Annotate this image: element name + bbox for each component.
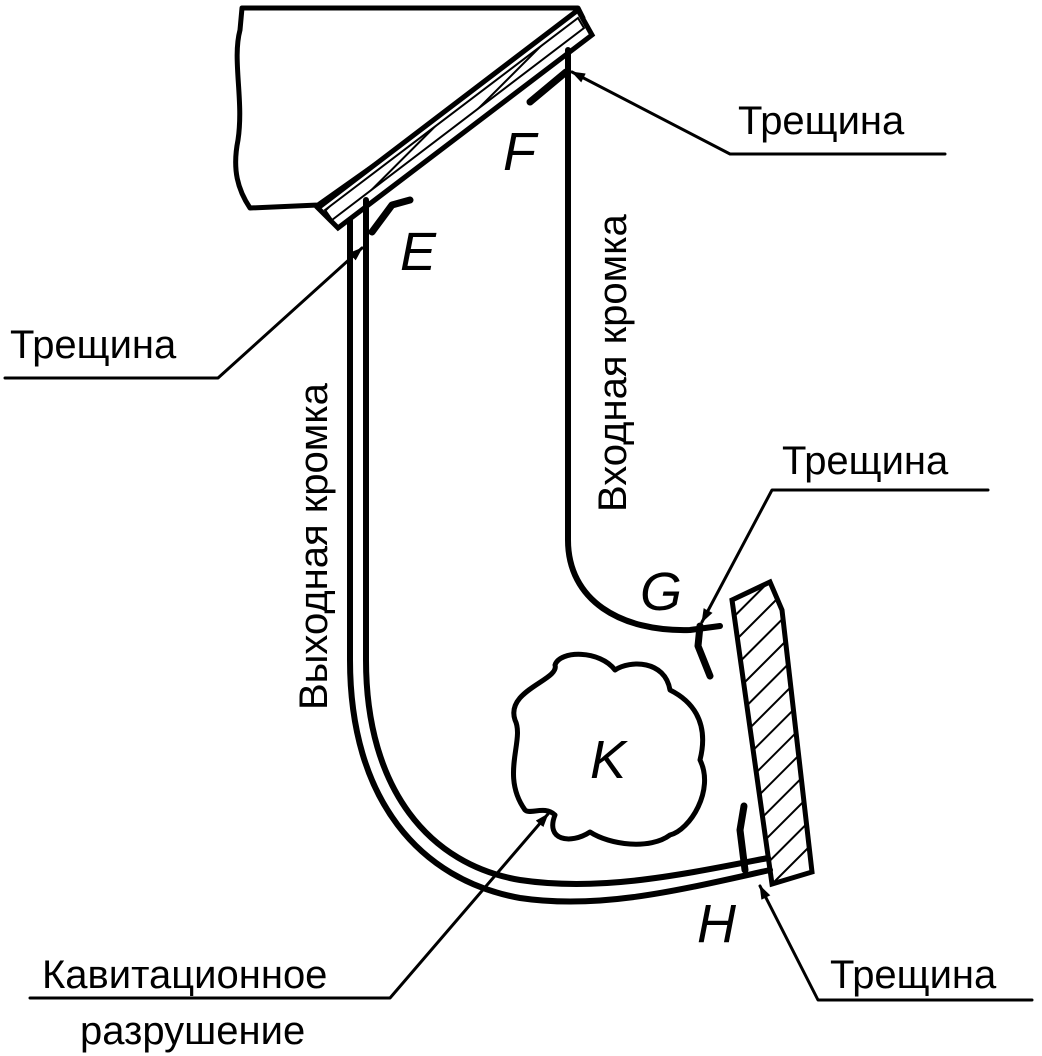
leading-edge-label: Входная кромка (591, 214, 635, 512)
point-k-label: K (590, 730, 628, 790)
blade-trailing-edge (347, 217, 773, 905)
crack-label-mid-right: Трещина (782, 439, 949, 483)
crack-h (736, 802, 749, 874)
hub-body (233, 5, 586, 211)
point-f-label: F (503, 122, 539, 182)
blade-leading-edge (565, 47, 723, 634)
band-ring (729, 578, 815, 888)
cavitation-label-line2: разрушение (80, 1009, 305, 1053)
point-h-label: H (697, 894, 737, 954)
point-g-label: G (640, 562, 682, 622)
cavitation-label-line1: Кавитационное (42, 953, 327, 997)
crack-label-bottom-right: Трещина (830, 953, 997, 997)
crack-label-top-right: Трещина (738, 99, 905, 143)
crack-e (368, 196, 414, 236)
cavitation-region-k (510, 651, 707, 847)
point-e-label: E (400, 222, 437, 282)
crack-g (694, 622, 714, 680)
crack-f (526, 68, 570, 106)
trailing-edge-label: Выходная кромка (292, 382, 336, 710)
leader-lines (3, 70, 1034, 1002)
crack-label-left: Трещина (10, 323, 177, 367)
crown-band (314, 6, 596, 232)
blade-trailing-edge-inner (363, 197, 771, 888)
